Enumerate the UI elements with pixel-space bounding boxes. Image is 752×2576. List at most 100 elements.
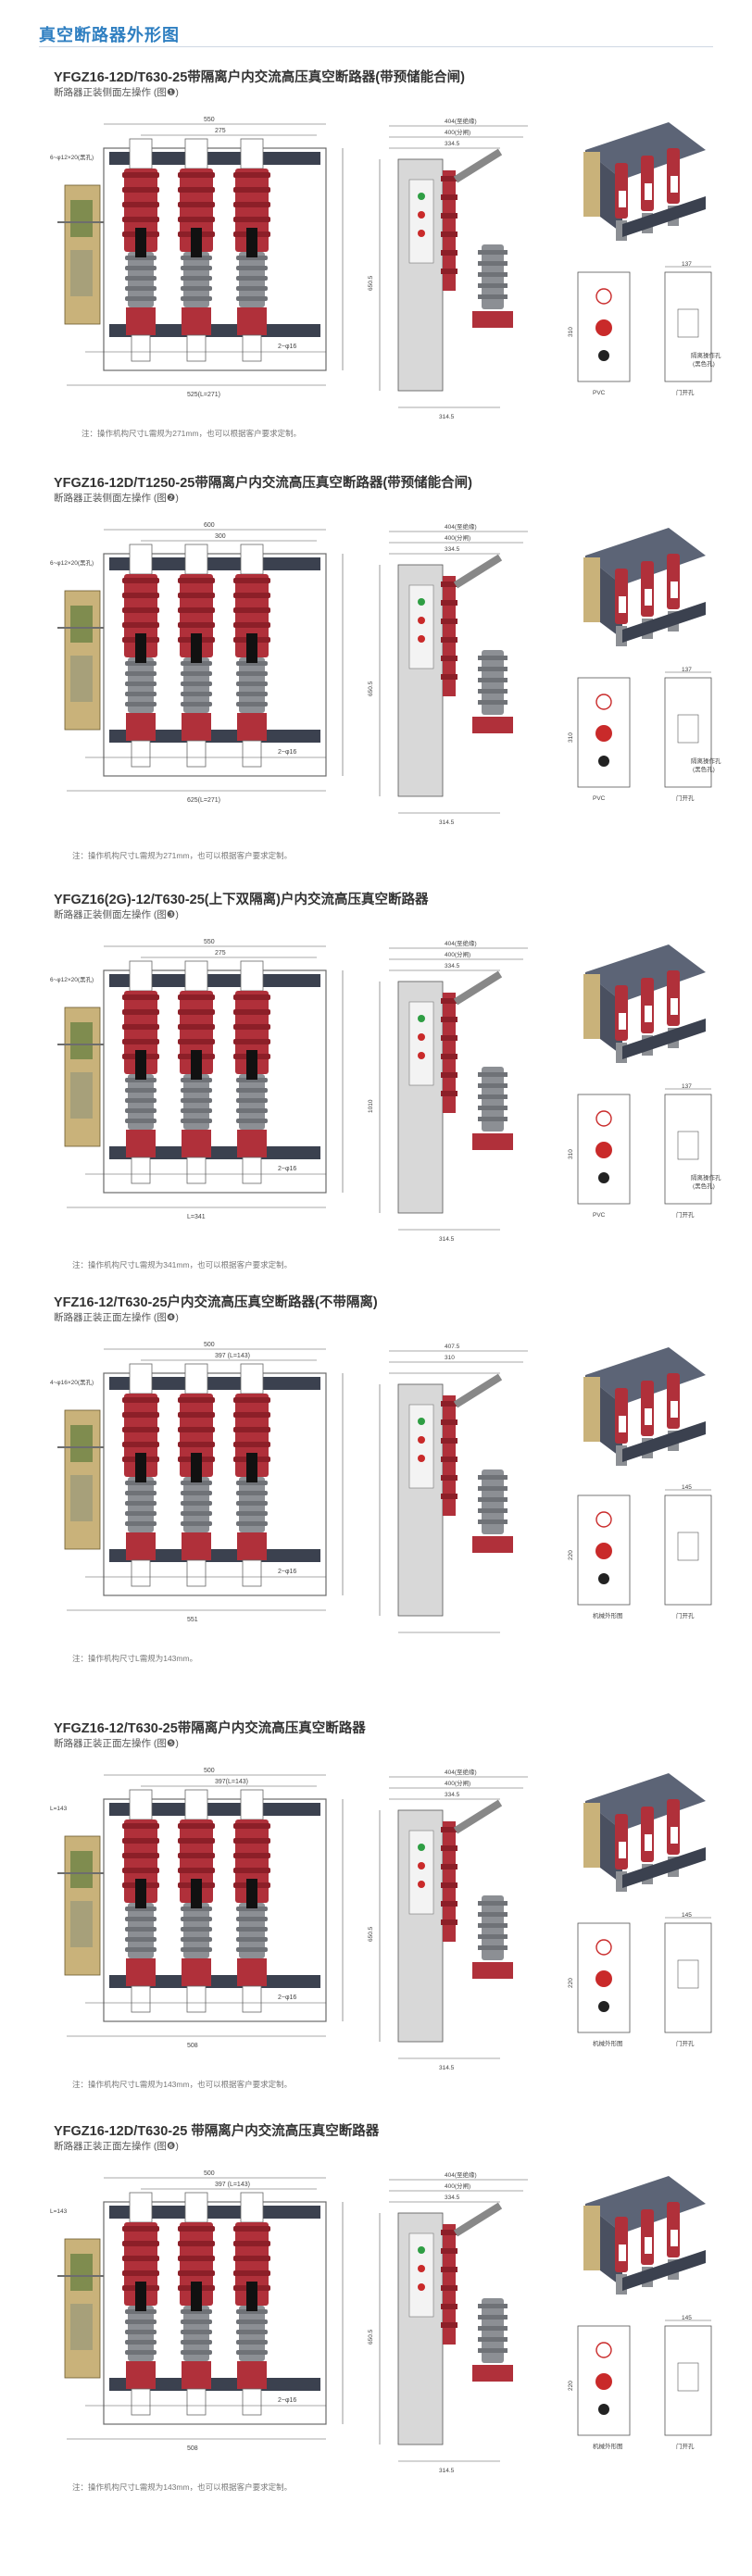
- dim-bolt: 2~φ16: [278, 2397, 296, 2404]
- dim-panel-height: 220: [568, 1550, 574, 1560]
- dim-side-depth: 314.5: [439, 2468, 455, 2474]
- section-note: 注：操作机构尺寸L需规为143mm。: [72, 1654, 198, 1663]
- section-title: YFGZ16-12D/T630-25带隔离户内交流高压真空断路器(带预储能合闸): [54, 70, 465, 85]
- section-note: 注：操作机构尺寸L需规为341mm，也可以根据客户要求定制。: [72, 1260, 293, 1269]
- pole-2: [178, 1789, 215, 2013]
- page-title: 真空断路器外形图: [39, 26, 180, 44]
- pole-1: [122, 138, 159, 362]
- drawing-section-5: YFGZ16-12/T630-25带隔离户内交流高压真空断路器断路器正装正面左操…: [0, 1718, 752, 2116]
- section-subtitle: 断路器正装正面左操作 (图❻): [54, 2141, 179, 2152]
- dim-side-depth: 314.5: [439, 414, 455, 420]
- product-3d-render: [583, 528, 706, 646]
- panel-cutout-drawing: 145220机械外形图门开孔: [568, 1912, 712, 2047]
- panel-caption-1: PVC: [593, 390, 606, 396]
- dim-panel-height: 310: [568, 1149, 574, 1159]
- pole-1: [122, 960, 159, 1184]
- dim-side-3: 334.5: [445, 141, 460, 147]
- dim-panel-width: 137: [682, 1083, 692, 1090]
- dim-bottom: 508: [187, 2445, 198, 2452]
- product-3d-render: [583, 2176, 706, 2295]
- section-title: YFGZ16-12/T630-25带隔离户内交流高压真空断路器: [54, 1721, 366, 1736]
- drawing-section-6: YFGZ16-12D/T630-25 带隔离户内交流高压真空断路器断路器正装正面…: [0, 2120, 752, 2519]
- dim-top-width: 500: [204, 1768, 215, 1774]
- dim-side-height: 650.5: [368, 2329, 374, 2345]
- dim-side-1: 404(至绝缘): [445, 1768, 477, 1776]
- dim-side-depth: 314.5: [439, 819, 455, 826]
- dim-panel-width: 137: [682, 667, 692, 673]
- panel-caption-2: 门开孔: [676, 2039, 695, 2047]
- dim-top-pitch: 300: [215, 533, 226, 540]
- dim-panel-width: 137: [682, 261, 692, 268]
- cutout-label-1: 隔离操作孔: [691, 351, 721, 359]
- dim-bottom: 625(L=271): [187, 797, 220, 804]
- dim-side-height: 650.5: [368, 1926, 374, 1942]
- pole-2: [178, 138, 215, 362]
- pole-3: [233, 544, 270, 768]
- dim-mount-holes: L=143: [50, 1806, 68, 1812]
- cutout-label-2: (黑色孔): [693, 765, 715, 773]
- dim-top-width: 550: [204, 117, 215, 123]
- dim-side-1: 404(至绝缘): [445, 2170, 477, 2179]
- dim-bottom: L=341: [187, 1214, 206, 1220]
- dim-top-pitch: 275: [215, 128, 226, 134]
- dim-bottom: 551: [187, 1617, 198, 1623]
- section-subtitle: 断路器正装正面左操作 (图❹): [54, 1312, 179, 1323]
- panel-caption-2: 门开孔: [676, 1210, 695, 1219]
- dim-top-pitch: 275: [215, 950, 226, 957]
- drawing-section-2: YFGZ16-12D/T1250-25带隔离户内交流高压真空断路器(带预储能合闸…: [0, 472, 752, 870]
- cutout-label-2: (黑色孔): [693, 1182, 715, 1190]
- dim-bolt: 2~φ16: [278, 749, 296, 756]
- dim-top-width: 600: [204, 522, 215, 529]
- product-3d-render: [583, 1347, 706, 1466]
- product-3d-render: [583, 122, 706, 241]
- panel-caption-2: 门开孔: [676, 1611, 695, 1619]
- panel-caption-2: 门开孔: [676, 794, 695, 802]
- section-note: 注：操作机构尺寸L需规为143mm，也可以根据客户要求定制。: [72, 2080, 293, 2089]
- dim-side-2: 400(分闸): [445, 1779, 470, 1787]
- section-title: YFGZ16-12D/T1250-25带隔离户内交流高压真空断路器(带预储能合闸…: [54, 476, 472, 491]
- panel-caption-2: 门开孔: [676, 388, 695, 396]
- pole-3: [233, 960, 270, 1184]
- panel-caption-1: PVC: [593, 1212, 606, 1219]
- dim-side-depth: 314.5: [439, 2065, 455, 2071]
- dim-side-3: 334.5: [445, 1792, 460, 1798]
- dim-side-height: 650.5: [368, 681, 374, 696]
- dim-mount-holes: 6~φ12×20(黑孔): [50, 559, 94, 567]
- dim-top-width: 500: [204, 1342, 215, 1348]
- panel-caption-1: PVC: [593, 795, 606, 802]
- dim-top-pitch: 397 (L=143): [215, 2182, 250, 2188]
- dim-side-1: 404(至绝缘): [445, 117, 477, 125]
- dim-side-depth: 314.5: [439, 1236, 455, 1243]
- cutout-label-1: 隔离操作孔: [691, 1173, 721, 1182]
- pole-2: [178, 1363, 215, 1587]
- dim-mount-holes: 6~φ12×20(黑孔): [50, 976, 94, 983]
- panel-cutout-drawing: 145 220 机械外形图 门开孔: [568, 1484, 712, 1619]
- dim-panel-height: 220: [568, 2381, 574, 2391]
- pole-1: [122, 1789, 159, 2013]
- panel-caption-1: 机械外形图: [593, 1611, 623, 1619]
- drawing-section-1: YFGZ16-12D/T630-25带隔离户内交流高压真空断路器(带预储能合闸)…: [0, 67, 752, 465]
- pole-3: [233, 1789, 270, 2013]
- dim-panel-width: 145: [682, 1484, 692, 1491]
- dim-mount-holes: 6~φ12×20(黑孔): [50, 154, 94, 161]
- pole-3: [233, 138, 270, 362]
- pole-3: [233, 1363, 270, 1587]
- section-title: YFGZ16-12D/T630-25 带隔离户内交流高压真空断路器: [54, 2124, 380, 2139]
- section-subtitle: 断路器正装正面左操作 (图❺): [54, 1738, 179, 1749]
- dim-top-pitch: 397(L=143): [215, 1779, 248, 1785]
- dim-side-1: 404(至绝缘): [445, 939, 477, 947]
- section-subtitle: 断路器正装侧面左操作 (图❶): [54, 87, 179, 98]
- dim-side-3: 334.5: [445, 546, 460, 553]
- cutout-label-2: (黑色孔): [693, 359, 715, 368]
- dim-panel-width: 145: [682, 1912, 692, 1919]
- drawing-section-4: YFZ16-12/T630-25户内交流高压真空断路器(不带隔离)断路器正装正面…: [0, 1292, 752, 1690]
- pole-3: [233, 2192, 270, 2416]
